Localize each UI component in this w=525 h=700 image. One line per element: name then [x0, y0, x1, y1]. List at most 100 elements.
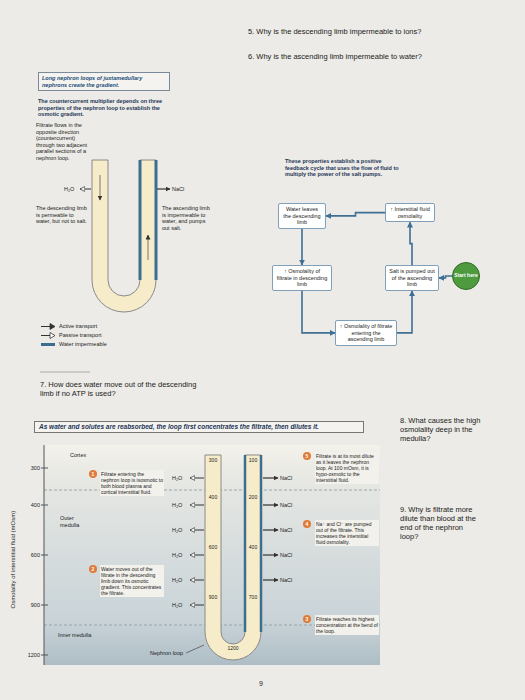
zone-label: Cortex — [70, 452, 86, 459]
salt-label: NaCl — [280, 552, 292, 559]
annotation: Filtrate flows in the opposite direction… — [36, 122, 88, 162]
legend-row: Water impermeable — [40, 340, 107, 349]
cycle-arrow — [302, 291, 335, 333]
node-text: ↑ Interstitial fluid osmolality — [389, 206, 431, 219]
axis-tick: 300 — [24, 465, 40, 472]
callout-number: 4 — [303, 520, 311, 528]
start-badge: Start here — [452, 262, 480, 290]
flow-arrow — [148, 235, 149, 260]
osmolality-value: 200 — [243, 494, 263, 500]
axis-tick: 400 — [24, 502, 40, 509]
impermeable-wall — [260, 455, 263, 632]
legend: Active transportPassive transportWater i… — [40, 322, 107, 349]
salt-label: NaCl — [280, 502, 292, 509]
annotation: The descending limb is permeable to wate… — [36, 205, 88, 225]
impermeable-wall — [155, 160, 158, 280]
step-note: Filtrate reaches its highest concentrati… — [315, 615, 379, 635]
step-note: Na⁺ and Cl⁻ are pumped out of the filtra… — [315, 520, 379, 546]
legend-text: Active transport — [59, 323, 97, 329]
axis-tick: 600 — [24, 552, 40, 559]
leader-label: Nephron loop — [150, 650, 183, 657]
cycle-arrow — [439, 276, 452, 278]
node-text: Start here — [454, 273, 477, 279]
salt-label: NaCl — [280, 527, 292, 534]
section-heading: The countercurrent multiplier depends on… — [38, 98, 173, 118]
legend-sample — [40, 332, 56, 339]
salt-arrows — [263, 478, 278, 580]
process-box: ↑ Osmolality of filtrate in descending l… — [272, 265, 332, 291]
impermeable-wall — [244, 455, 247, 632]
callout-number: 5 — [303, 452, 311, 460]
cycle-arrow — [301, 229, 303, 265]
zone-label: Outer medulla — [60, 515, 94, 528]
water-label: H₂O — [172, 502, 182, 509]
osmolality-value: 100 — [243, 457, 263, 463]
salt-label: NaCl — [172, 186, 184, 193]
process-box: ↑ Osmolality of filtrate entering the as… — [335, 320, 397, 346]
legend-sample — [40, 323, 56, 330]
water-arrow — [80, 189, 91, 190]
water-label: H₂O — [172, 475, 182, 482]
node-text: ↑ Osmolality of filtrate in descending l… — [276, 268, 328, 288]
process-box: Salt is pumped out of the ascending limb — [385, 265, 439, 291]
process-box: ↑ Interstitial fluid osmolality — [385, 203, 435, 222]
legend-row: Active transport — [40, 322, 107, 331]
osmolality-value: 400 — [243, 544, 263, 550]
question: 7. How does water move out of the descen… — [40, 380, 205, 398]
water-label: H₂O — [172, 527, 182, 534]
node-text: As water and solutes are reabsorbed, the… — [39, 423, 359, 431]
step-note: Filtrate entering the nephron loop is is… — [100, 470, 164, 496]
osmolality-value: 300 — [203, 457, 223, 463]
osmolality-value: 1200 — [223, 645, 243, 651]
rule — [40, 372, 90, 373]
osmolality-value: 600 — [203, 544, 223, 550]
banner-box: As water and solutes are reabsorbed, the… — [34, 421, 364, 433]
question: 6. Why is the ascending limb impermeable… — [248, 52, 422, 61]
cycle-arrow — [410, 222, 412, 265]
question: 8. What causes the high osmolality deep … — [400, 416, 482, 443]
callout-number: 3 — [303, 615, 311, 623]
salt-label: NaCl — [280, 475, 292, 482]
page-number: 9 — [259, 680, 263, 688]
cycle-arrow — [397, 291, 412, 333]
annotation: The ascending limb is impermeable to wat… — [162, 205, 210, 231]
impermeable-wall — [139, 160, 142, 280]
salt-arrow — [157, 188, 170, 189]
legend-row: Passive transport — [40, 331, 107, 340]
water-label: H₂O — [172, 602, 182, 609]
callout-number: 2 — [89, 565, 97, 573]
legend-text: Water impermeable — [59, 341, 107, 347]
node-text: Water leaves the descending limb — [282, 206, 322, 226]
node-text: Long nephron loops of juxtamedullary nep… — [42, 75, 166, 88]
legend-text: Passive transport — [59, 332, 102, 338]
axis-ticks — [41, 468, 48, 655]
step-note: Filtrate is at its most dilute as it lea… — [315, 452, 379, 484]
water-label: H₂O — [64, 186, 74, 193]
water-label: H₂O — [172, 577, 182, 584]
salt-label: NaCl — [280, 577, 292, 584]
axis-tick: 1200 — [24, 652, 40, 659]
axis-tick: 900 — [24, 602, 40, 609]
axis-title: Osmolality of interstitial fluid (mOsm) — [10, 485, 17, 635]
section-heading: These properties establish a positive fe… — [285, 158, 405, 178]
question: 9. Why is filtrate more dilute than bloo… — [400, 505, 482, 541]
osmolality-value: 700 — [243, 594, 263, 600]
node-text: Salt is pumped out of the ascending limb — [389, 268, 435, 288]
water-arrows — [190, 478, 204, 605]
osmolality-value: 400 — [203, 494, 223, 500]
water-label: H₂O — [172, 552, 182, 559]
question: 5. Why is the descending limb impermeabl… — [248, 27, 421, 36]
osmolality-value: 900 — [203, 594, 223, 600]
cycle-arrow — [326, 213, 385, 216]
leader-line — [186, 645, 204, 653]
header-box: Long nephron loops of juxtamedullary nep… — [38, 72, 170, 91]
step-note: Water moves out of the filtrate in the d… — [100, 565, 164, 597]
zone-label: Inner medulla — [58, 632, 92, 639]
flow-arrow — [100, 175, 101, 200]
process-box: Water leaves the descending limb — [278, 203, 326, 229]
nephron-loop — [205, 455, 261, 660]
nephron-loop — [92, 160, 156, 312]
graph-ground — [44, 445, 380, 665]
callout-number: 1 — [89, 470, 97, 478]
legend-sample — [40, 341, 56, 348]
